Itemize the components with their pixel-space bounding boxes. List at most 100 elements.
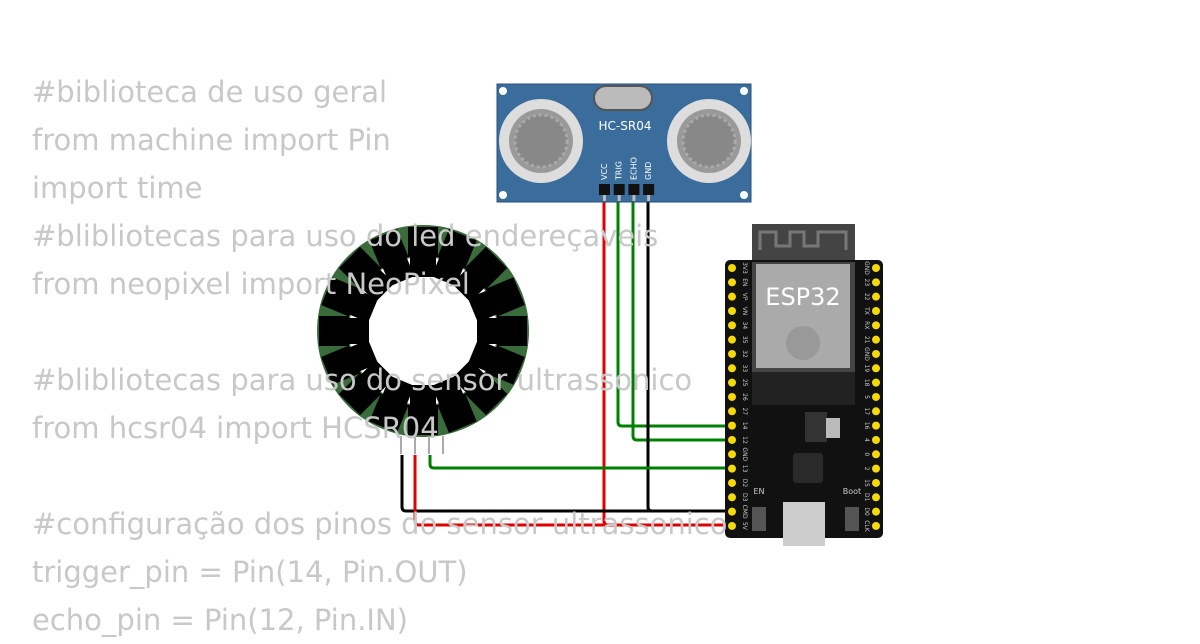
esp32-pin[interactable] (872, 435, 880, 444)
esp32-pin[interactable] (728, 421, 736, 430)
espressif-logo-icon (786, 326, 820, 360)
esp32-pin-label: TX (863, 306, 870, 315)
esp32-pin[interactable] (872, 493, 880, 502)
neopixel-led (369, 375, 415, 433)
esp32-pin[interactable] (728, 521, 736, 530)
wires (400, 195, 732, 527)
esp32-pin[interactable] (872, 278, 880, 287)
neopixel-led (467, 277, 525, 323)
esp32-pin[interactable] (728, 507, 736, 516)
esp32-pin[interactable] (728, 321, 736, 330)
neopixel-led (369, 229, 415, 287)
esp32-pin-label: 4 (863, 438, 870, 442)
esp32-pin-label: 2 (863, 467, 870, 471)
esp32-pin[interactable] (872, 378, 880, 387)
esp32-pin-label: 25 (741, 379, 748, 387)
esp32-pin[interactable] (872, 264, 880, 272)
esp32-pin-label: 13 (741, 465, 748, 473)
esp32-pin[interactable] (872, 507, 880, 516)
esp32-pin[interactable] (728, 450, 736, 459)
esp32-pin-label: D2 (741, 479, 748, 488)
esp32-pin[interactable] (728, 464, 736, 473)
neopixel-led (477, 316, 527, 346)
esp32-pin[interactable] (872, 292, 880, 301)
esp32-pin-label: RX (863, 321, 870, 329)
esp32-pin[interactable] (872, 407, 880, 416)
esp32-pin[interactable] (872, 306, 880, 315)
esp32-pin-label: 27 (741, 407, 748, 415)
esp32-pin-label: GND (863, 261, 870, 275)
esp32-pin[interactable] (728, 493, 736, 502)
sensor-pin[interactable] (599, 184, 610, 195)
transducer-left (499, 99, 583, 183)
esp32-pin-label: 23 (863, 279, 870, 287)
sensor-pin-label: ECHO (629, 157, 638, 180)
esp32-pin-label: CLK (863, 520, 870, 533)
esp32-pin-label: 3V3 (741, 262, 748, 274)
neopixel-led (451, 246, 508, 303)
esp32-pin-label: 34 (741, 321, 748, 329)
wire-trig[interactable] (616, 195, 732, 428)
esp32-pin[interactable] (872, 392, 880, 401)
esp32-board[interactable]: ESP32 EN Boot 3V3ENVPVN34353233252627141… (725, 224, 883, 546)
esp32-pin[interactable] (728, 435, 736, 444)
esp32-pin[interactable] (872, 464, 880, 473)
esp32-pin-label: GND (741, 447, 748, 461)
esp32-pin[interactable] (728, 278, 736, 287)
esp32-pin[interactable] (728, 292, 736, 301)
sensor-pin-label: TRIG (615, 161, 624, 181)
esp32-pin[interactable] (872, 364, 880, 373)
wire-sensor-gnd[interactable] (646, 195, 732, 513)
esp32-pin-label: 5 (863, 395, 870, 399)
esp32-pin[interactable] (728, 478, 736, 487)
transducer-right (667, 99, 751, 183)
neopixel-led (431, 375, 477, 433)
esp32-pin-label: 14 (741, 422, 748, 430)
esp32-pin[interactable] (872, 321, 880, 330)
esp32-pin[interactable] (872, 521, 880, 530)
sensor-pin[interactable] (628, 184, 640, 195)
esp32-pin[interactable] (872, 335, 880, 344)
esp32-pin-label: 15 (863, 479, 870, 487)
esp32-pin-label: 5V (741, 522, 748, 531)
wire-ring-vcc[interactable] (413, 455, 732, 527)
esp32-pin[interactable] (728, 407, 736, 416)
esp32-pin-label: D3 (741, 493, 748, 502)
neopixel-led (319, 316, 369, 346)
wire-ring-din[interactable] (428, 455, 732, 470)
wire-ring-gnd[interactable] (400, 455, 732, 513)
esp32-pin-label: 33 (741, 364, 748, 372)
esp32-pin-label: 32 (741, 350, 748, 358)
esp32-pin[interactable] (728, 306, 736, 315)
esp32-pin-label: 17 (863, 407, 870, 415)
esp32-pin-label: VN (741, 307, 748, 316)
wire-echo[interactable] (631, 195, 732, 442)
esp32-pin-label: 12 (741, 436, 748, 444)
esp32-pin[interactable] (728, 264, 736, 272)
esp32-pin[interactable] (728, 392, 736, 401)
wire-sensor-vcc[interactable] (602, 195, 732, 527)
esp32-pin[interactable] (872, 421, 880, 430)
neopixel-led (321, 277, 379, 323)
esp32-pin-label: VP (741, 293, 748, 301)
neopixel-led (431, 229, 477, 287)
esp32-pin[interactable] (728, 349, 736, 358)
esp32-pin[interactable] (872, 478, 880, 487)
sensor-pin[interactable] (643, 184, 655, 195)
esp32-pin[interactable] (872, 349, 880, 358)
neopixel-led (321, 339, 379, 385)
en-button[interactable] (752, 507, 766, 531)
esp32-pin[interactable] (728, 378, 736, 387)
sensor-pin[interactable] (613, 184, 625, 195)
sensor-label: HC-SR04 (599, 119, 652, 133)
esp32-pin-label: CMD (741, 505, 748, 519)
neopixel-led (338, 246, 395, 303)
esp32-pin-label: 19 (863, 364, 870, 372)
esp32-label: ESP32 (765, 283, 840, 311)
boot-button[interactable] (845, 507, 859, 531)
esp32-pin[interactable] (728, 364, 736, 373)
esp32-pin[interactable] (728, 335, 736, 344)
esp32-pin[interactable] (872, 450, 880, 459)
neopixel-ring[interactable] (317, 225, 529, 454)
